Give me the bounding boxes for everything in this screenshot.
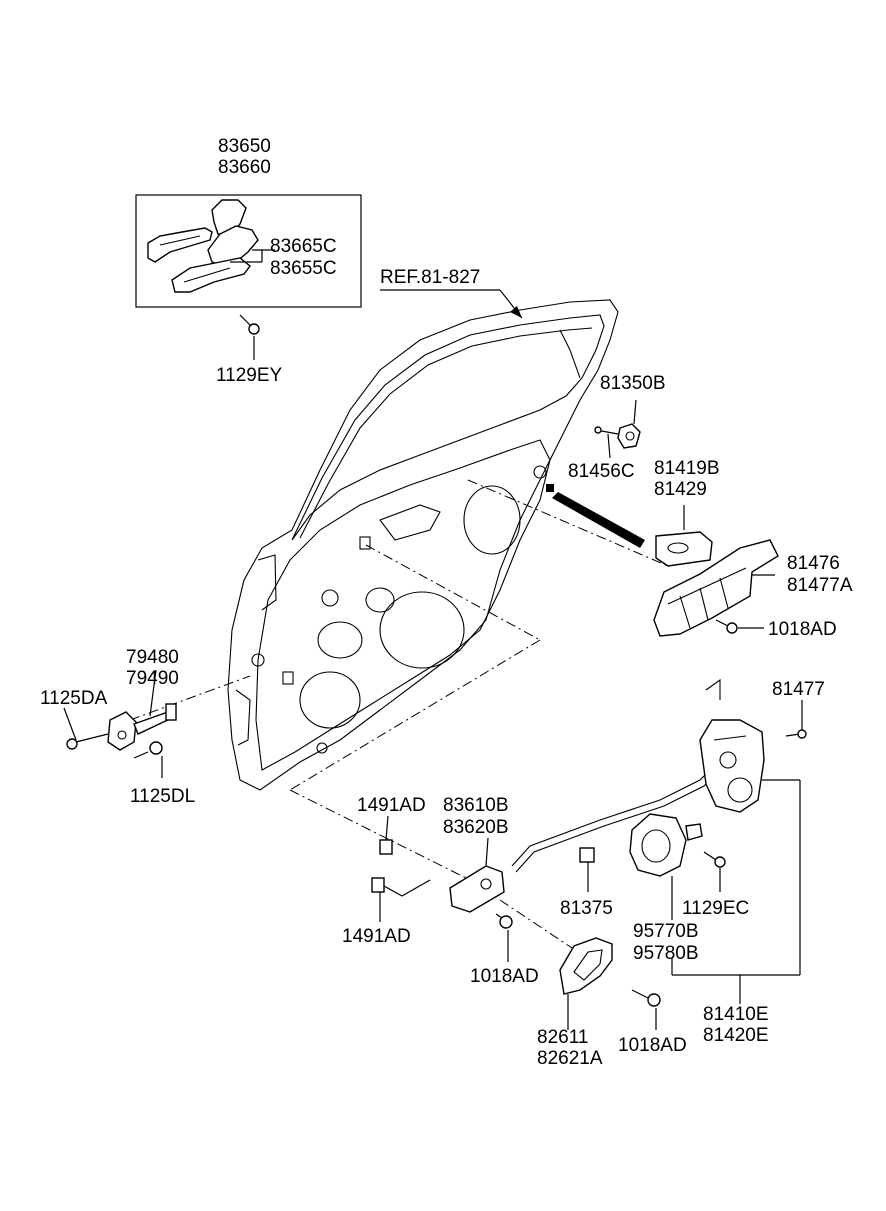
clip-1491AD-a — [379, 815, 393, 855]
inside-handle-83610B — [449, 837, 505, 913]
label-82621A: 82621A — [537, 1048, 603, 1069]
label-81375: 81375 — [560, 898, 613, 919]
label-1125DA: 1125DA — [40, 688, 108, 709]
label-1125DL: 1125DL — [130, 786, 195, 807]
label-1018AD-b: 1018AD — [470, 966, 539, 987]
screw-1129EC — [703, 851, 726, 892]
label-1129EC: 1129EC — [682, 898, 749, 919]
label-81477A: 81477A — [787, 575, 853, 596]
latch-81410E — [699, 719, 801, 975]
label-81456C: 81456C — [568, 461, 635, 482]
actuator-95770B — [629, 813, 703, 920]
screw-1018AD-b — [495, 913, 513, 962]
clip-1491AD-b — [371, 877, 431, 922]
label-ref: REF.81-827 — [380, 267, 480, 288]
label-83665C: 83665C — [270, 236, 337, 257]
label-83655C: 83655C — [270, 258, 337, 279]
label-1491AD-b: 1491AD — [342, 926, 411, 947]
label-1018AD-a: 1018AD — [768, 619, 837, 640]
label-82611: 82611 — [537, 1027, 588, 1048]
label-79490: 79490 — [126, 668, 179, 689]
door-checker — [63, 669, 177, 778]
part-81350B — [594, 399, 641, 459]
clip-81375 — [579, 847, 595, 892]
switch-81419B — [655, 505, 713, 567]
cover-81476 — [653, 539, 779, 637]
label-79480: 79480 — [126, 647, 179, 668]
label-1018AD-c: 1018AD — [618, 1035, 687, 1056]
label-81420E: 81420E — [703, 1025, 769, 1046]
label-95770B: 95770B — [633, 921, 699, 942]
label-81419B: 81419B — [654, 458, 720, 479]
label-1129EY: 1129EY — [216, 365, 283, 386]
label-1491AD-a: 1491AD — [357, 795, 426, 816]
label-81429: 81429 — [654, 479, 707, 500]
door-panel — [227, 299, 619, 791]
screw-81477 — [785, 700, 807, 739]
screw-1018AD-a — [715, 619, 764, 634]
label-81477: 81477 — [772, 679, 825, 700]
screw-1018AD-c — [631, 989, 661, 1030]
label-83620B: 83620B — [443, 817, 509, 838]
label-83610B: 83610B — [443, 795, 509, 816]
label-83650: 83650 — [218, 136, 271, 157]
label-81476: 81476 — [787, 553, 840, 574]
label-81410E: 81410E — [703, 1004, 769, 1025]
label-83660: 83660 — [218, 157, 271, 178]
label-95780B: 95780B — [633, 943, 699, 964]
label-81350B: 81350B — [600, 373, 666, 394]
part-labels: 83650 83660 83665C 83655C 1129EY REF.81-… — [40, 136, 853, 1069]
screw-1129EY — [239, 314, 260, 360]
outside-handle-group — [135, 194, 362, 308]
handle-bezel-82611 — [559, 937, 613, 1030]
